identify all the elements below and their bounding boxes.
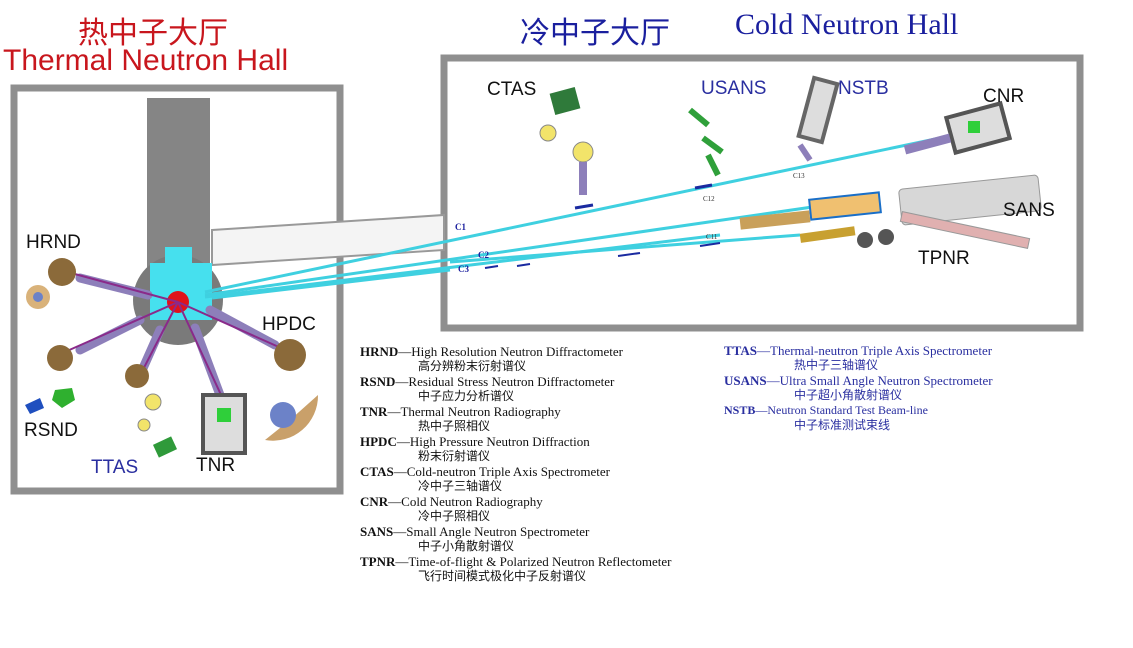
- label-sans: SANS: [1003, 200, 1055, 221]
- rsnd-shield: [47, 345, 73, 371]
- nstb-box: [796, 75, 840, 145]
- ttas-shield: [125, 364, 149, 388]
- beam-label-c2: C2: [478, 250, 489, 260]
- label-cnr: CNR: [983, 86, 1025, 107]
- beam-label-c12: C12: [703, 195, 715, 203]
- label-ctas: CTAS: [487, 79, 537, 100]
- beam-label-c1: C1: [455, 222, 466, 232]
- label-nstb: NSTB: [838, 78, 889, 99]
- thermal-hall-title-cn: 热中子大厅: [78, 16, 228, 51]
- ctas-shield: [549, 87, 581, 115]
- tnr-box: [201, 393, 247, 455]
- legend-entry-tpnr: TPNR—Time-of-flight & Polarized Neutron …: [360, 554, 672, 583]
- legend-entry-ttas: TTAS—Thermal-neutron Triple Axis Spectro…: [724, 343, 993, 372]
- hrnd-shield: [48, 258, 76, 286]
- legend-entry-hrnd: HRND—High Resolution Neutron Diffractome…: [360, 344, 623, 373]
- legend-left: HRND—High Resolution Neutron Diffractome…: [360, 344, 671, 584]
- legend-entry-rsnd: RSND—Residual Stress Neutron Diffractome…: [360, 374, 615, 403]
- beam-label-c3: C3: [458, 264, 469, 274]
- legend-entry-usans: USANS—Ultra Small Angle Neutron Spectrom…: [724, 373, 993, 402]
- beam-label-c11: C11: [706, 233, 718, 241]
- cold-hall-wall: [440, 54, 1084, 332]
- cold-source: [150, 247, 212, 320]
- label-tpnr: TPNR: [918, 248, 970, 269]
- legend-right: TTAS—Thermal-neutron Triple Axis Spectro…: [724, 343, 993, 433]
- cold-neutron-guides: [204, 136, 941, 300]
- label-tnr: TNR: [196, 455, 236, 476]
- label-ttas: TTAS: [91, 457, 139, 478]
- reactor-stack: [147, 98, 210, 268]
- label-rsnd: RSND: [24, 420, 78, 441]
- hpdc-shield: [274, 339, 306, 371]
- cold-hall-title-cn: 冷中子大厅: [520, 16, 670, 51]
- sans-tank: [898, 174, 1042, 226]
- label-usans: USANS: [701, 78, 767, 99]
- label-hpdc: HPDC: [262, 314, 316, 335]
- guide-hall-outline: [211, 213, 445, 267]
- label-hrnd: HRND: [26, 232, 81, 253]
- beam-label-c13: C13: [793, 172, 805, 180]
- tpnr-guide: [799, 226, 856, 243]
- usans-instrument: [688, 107, 724, 177]
- thermal-hall-wall: [10, 84, 344, 495]
- cold-hall-title-en: Cold Neutron Hall: [735, 8, 959, 41]
- thermal-hall-title-en: Thermal Neutron Hall: [3, 44, 289, 77]
- legend-entry-ctas: CTAS—Cold-neutron Triple Axis Spectromet…: [360, 464, 611, 493]
